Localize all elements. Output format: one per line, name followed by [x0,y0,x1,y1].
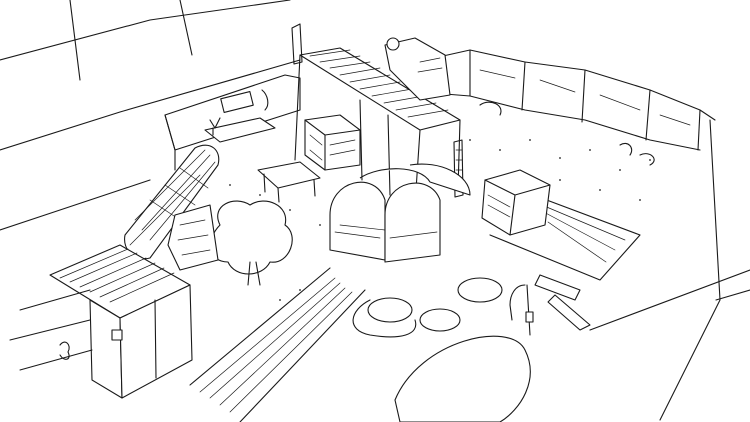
lamp-post [509,284,534,336]
round-planters [352,277,503,338]
garden-shed [9,244,193,399]
tree [210,200,293,286]
arched-greenhouses [329,163,471,263]
benches [204,101,591,331]
raised-planter [481,169,551,236]
train-car [384,37,451,101]
back-wall [164,74,301,171]
gravel-texture [229,139,651,301]
pond [394,335,531,422]
storage-boxes [304,114,361,171]
wooden-pathway [189,189,641,422]
rock-pile [167,204,219,271]
picnic-table [257,161,321,203]
plant-sprigs [209,117,655,166]
perimeter-fence [419,49,716,151]
